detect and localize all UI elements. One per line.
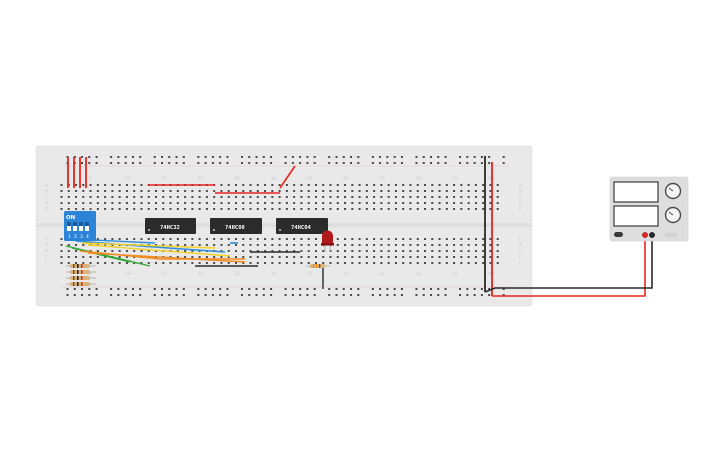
psu-wires[interactable] — [484, 235, 653, 297]
row-letter-right: A — [519, 183, 523, 189]
signal-wires[interactable] — [65, 238, 324, 289]
row-letter-left: C — [45, 195, 48, 201]
col-number-top: 5 — [89, 176, 92, 182]
col-number-bottom: 50 — [416, 271, 422, 277]
col-number-top: 25 — [234, 176, 240, 182]
col-number-bottom: 55 — [452, 271, 458, 277]
col-number-top: 40 — [343, 176, 349, 182]
row-letter-right: F — [519, 237, 522, 243]
col-number-bottom: 5 — [89, 271, 92, 277]
row-letter-right: C — [519, 195, 522, 201]
row-letter-left: E — [45, 207, 48, 213]
psu-voltage-knob[interactable] — [664, 182, 682, 200]
psu-display-voltage — [613, 181, 659, 203]
row-letter-right: D — [519, 201, 523, 207]
row-letter-left: G — [45, 243, 49, 249]
psu-current-knob[interactable] — [664, 206, 682, 224]
col-number-bottom: 30 — [270, 271, 276, 277]
col-number-top: 10 — [125, 176, 131, 182]
chip-74hc08[interactable]: 74HC08 — [210, 218, 262, 234]
row-letter-right: I — [519, 255, 520, 261]
psu-display-current — [613, 205, 659, 227]
chip-74hc04-label: 74HC04 — [291, 225, 312, 231]
col-number-top: 15 — [161, 176, 167, 182]
row-letter-left: H — [45, 249, 48, 255]
psu-power-switch[interactable] — [614, 232, 623, 237]
chip-74hc08-label: 74HC08 — [225, 225, 245, 231]
dip-num-1: 1 — [68, 234, 71, 240]
row-letter-right: J — [518, 261, 520, 267]
col-number-top: 35 — [307, 176, 313, 182]
chip-74hc32-label: 74HC32 — [160, 225, 180, 231]
col-number-bottom: 45 — [379, 271, 385, 277]
row-letter-right: E — [519, 207, 522, 213]
row-letter-left: F — [45, 237, 48, 243]
wires-top-red[interactable] — [148, 165, 296, 194]
col-number-top: 45 — [379, 176, 385, 182]
chip-74hc04[interactable]: 74HC04 — [276, 218, 328, 234]
col-number-bottom: 20 — [198, 271, 204, 277]
row-letter-right: G — [519, 243, 523, 249]
col-number-bottom: 10 — [125, 271, 131, 277]
col-number-top: 50 — [416, 176, 422, 182]
resistor-led[interactable] — [306, 264, 330, 268]
dip-switch[interactable]: ON 1 2 3 4 — [64, 211, 96, 241]
wires-rail-right[interactable] — [484, 156, 493, 296]
dip-on-label: ON — [66, 215, 76, 221]
psu-terminal-positive[interactable] — [642, 232, 648, 238]
resistors-pulldown[interactable] — [66, 264, 96, 286]
col-number-bottom: 25 — [234, 271, 240, 277]
dip-num-4: 4 — [86, 234, 89, 240]
dip-num-2: 2 — [74, 234, 77, 240]
row-letter-right: H — [519, 249, 522, 255]
power-supply[interactable] — [609, 176, 689, 242]
col-number-top: 20 — [198, 176, 204, 182]
col-number-bottom: 40 — [343, 271, 349, 277]
col-number-bottom: 35 — [307, 271, 313, 277]
col-number-bottom: 15 — [161, 271, 167, 277]
led-red[interactable] — [321, 230, 334, 253]
row-letter-left: I — [45, 255, 46, 261]
col-number-top: 30 — [270, 176, 276, 182]
row-letter-left: D — [45, 201, 49, 207]
col-number-top: 55 — [452, 176, 458, 182]
chip-74hc32[interactable]: 74HC32 — [145, 218, 196, 234]
row-letter-left: J — [44, 261, 46, 267]
row-letter-left: B — [45, 189, 48, 195]
dip-num-3: 3 — [80, 234, 83, 240]
psu-terminal-negative[interactable] — [649, 232, 655, 238]
row-letter-left: A — [45, 183, 49, 189]
row-letter-right: B — [519, 189, 522, 195]
rail-jumpers[interactable] — [67, 157, 87, 188]
